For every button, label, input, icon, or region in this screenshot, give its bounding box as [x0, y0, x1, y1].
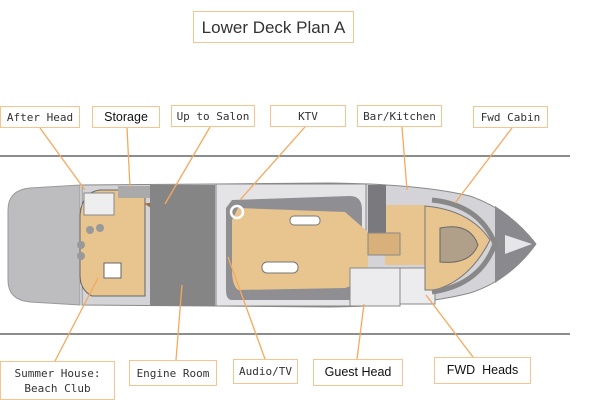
ktv-table: [289, 215, 321, 226]
table: [103, 262, 122, 279]
label-bar-kitchen: Bar/Kitchen: [357, 105, 442, 127]
leader-fwd-cabin: [454, 127, 513, 204]
label-up-to-salon: Up to Salon: [171, 105, 255, 127]
leader-lines: [39, 126, 513, 362]
leader-up-to-salon: [164, 126, 211, 205]
leader-after-head: [39, 127, 86, 191]
stool: [77, 252, 85, 260]
ktv-table: [261, 261, 299, 274]
page-title: Lower Deck Plan A: [193, 11, 354, 43]
fwd-cabin-wall: [431, 197, 498, 295]
fwd-cabin-bed: [439, 226, 479, 263]
leader-storage: [126, 127, 131, 188]
leader-ktv: [239, 126, 306, 201]
label-summer-house: Summer House: Beach Club: [0, 361, 115, 400]
label-after-head: After Head: [0, 106, 80, 128]
leader-audio-tv: [227, 256, 266, 360]
after-head-room: [83, 192, 115, 216]
bar-counter: [368, 185, 386, 235]
label-fwd-cabin: Fwd Cabin: [473, 106, 548, 128]
engine-room: [150, 185, 215, 306]
storage-area: [118, 186, 154, 198]
leader-engine-room: [175, 284, 183, 361]
guest-head: [349, 267, 401, 307]
stairs-forward: [367, 232, 401, 256]
label-storage: Storage: [92, 106, 160, 128]
bow-tip-light: [505, 235, 532, 254]
swim-platform: [7, 184, 81, 306]
stool: [96, 224, 104, 232]
label-engine-room: Engine Room: [129, 360, 217, 386]
leader-summer-house: [54, 277, 99, 362]
stool: [77, 241, 85, 249]
label-fwd-heads: FWD Heads: [434, 357, 531, 384]
stool: [86, 226, 94, 234]
leader-bar-kitchen: [401, 126, 408, 191]
label-guest-head: Guest Head: [313, 359, 403, 386]
leader-fwd-heads: [425, 294, 474, 358]
label-ktv: KTV: [270, 105, 346, 127]
label-audio-tv: Audio/TV: [233, 359, 298, 384]
ktv-ring: [229, 204, 245, 220]
leader-guest-head: [356, 303, 365, 360]
